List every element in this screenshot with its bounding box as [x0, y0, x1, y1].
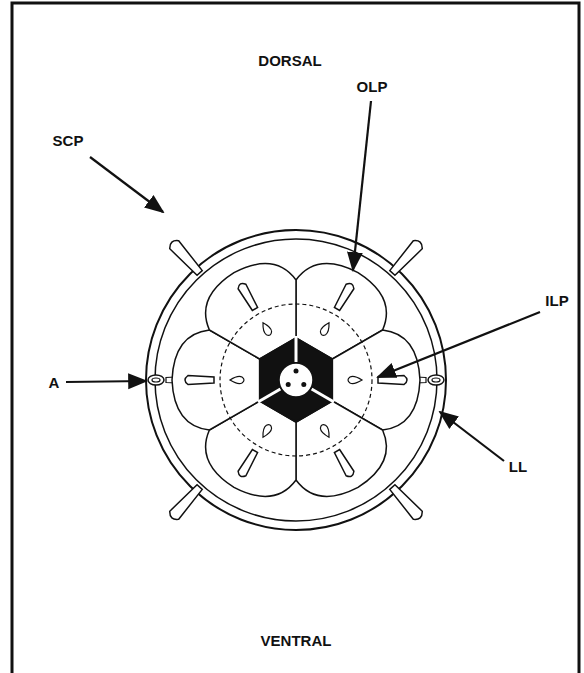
part-label: ILP [545, 293, 568, 308]
inner-labial-papillae [230, 321, 362, 439]
part-label: SCP [53, 133, 84, 148]
part-label: A [49, 375, 60, 390]
sensory-papillae-outer [167, 238, 424, 522]
outer-labial-papillae [185, 282, 407, 479]
orientation-label: DORSAL [258, 53, 321, 68]
part-label: LL [509, 459, 527, 474]
head-outline [146, 230, 446, 530]
lips [172, 248, 420, 513]
leader-arrows [66, 101, 540, 461]
frame [12, 3, 579, 673]
stoma [258, 336, 334, 422]
part-label: OLP [357, 79, 388, 94]
dashed-ring [220, 304, 372, 456]
orientation-label: VENTRAL [261, 633, 332, 648]
